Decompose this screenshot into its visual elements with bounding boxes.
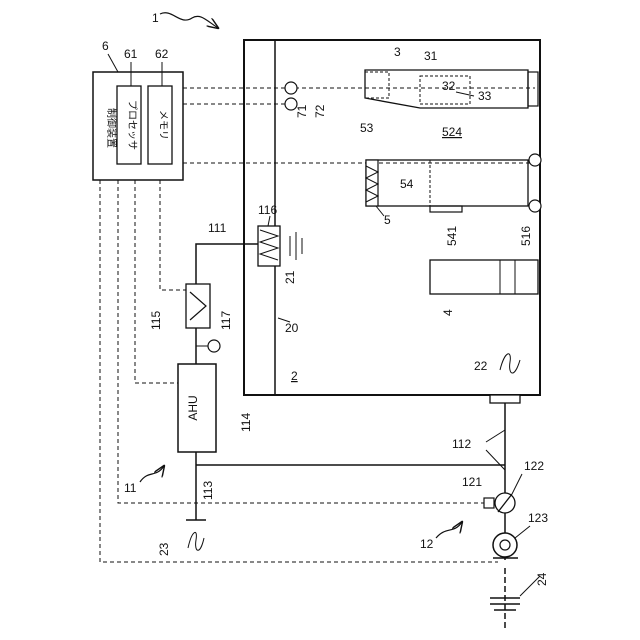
label-115: 115 (149, 311, 163, 330)
fan-123 (493, 533, 517, 557)
label-71: 71 (295, 104, 309, 118)
leader-5 (376, 206, 384, 216)
label-22: 22 (474, 359, 488, 373)
label-11: 11 (124, 481, 137, 495)
leader-6 (108, 54, 118, 72)
leader-12 (436, 522, 462, 538)
label-12: 12 (420, 537, 434, 551)
signal-lines (100, 88, 535, 562)
label-112: 112 (452, 437, 471, 451)
label-111: 111 (208, 221, 227, 235)
processor-label: プロセッサ (126, 100, 138, 150)
part-541 (430, 206, 462, 212)
label-21: 21 (283, 270, 297, 284)
airflow-23 (188, 532, 204, 550)
actuator-121 (484, 498, 494, 508)
leader-112a (486, 430, 505, 442)
airflow-22 (500, 354, 520, 373)
label-4: 4 (441, 309, 455, 316)
label-541: 541 (445, 226, 459, 246)
leader-122 (512, 474, 522, 494)
sensor-upper (529, 154, 541, 166)
leader-20 (278, 318, 290, 322)
label-116: 116 (258, 203, 277, 217)
label-31: 31 (424, 49, 438, 63)
label-114: 114 (239, 413, 253, 432)
label-2: 2 (291, 369, 298, 383)
sensor-516 (529, 200, 541, 212)
control-device-title: 制御装置 (105, 108, 118, 148)
label-3: 3 (394, 45, 401, 59)
device-3-end (528, 72, 538, 106)
label-61: 61 (124, 47, 138, 61)
label-54: 54 (400, 177, 414, 191)
label-122: 122 (524, 459, 544, 473)
leader-11 (140, 466, 164, 482)
sensor-21 (290, 232, 302, 260)
label-5: 5 (384, 213, 391, 227)
label-32: 32 (442, 79, 456, 93)
device-4 (430, 260, 538, 294)
memory-label: メモリ (157, 110, 168, 140)
device-5 (366, 160, 528, 206)
label-72: 72 (313, 104, 327, 118)
label-524: 524 (442, 125, 462, 139)
device-3-inner-left (365, 72, 389, 98)
label-516: 516 (519, 226, 533, 246)
label-33: 33 (478, 89, 492, 103)
label-117: 117 (219, 311, 233, 330)
sensor-71 (285, 82, 297, 94)
label-20: 20 (285, 321, 299, 335)
leader-33 (456, 92, 474, 96)
leader-123 (515, 526, 530, 538)
sensor-117 (208, 340, 220, 352)
figure-ref-leader (160, 13, 218, 28)
leader-116 (268, 216, 270, 226)
leader-112b (486, 450, 505, 470)
ahu-label: AHU (186, 395, 200, 420)
label-23: 23 (157, 542, 171, 556)
figure-ref: 1 (152, 11, 159, 25)
label-113: 113 (201, 481, 215, 500)
label-121: 121 (462, 475, 482, 489)
label-6: 6 (102, 39, 109, 53)
outlet-22 (490, 395, 520, 403)
label-62: 62 (155, 47, 169, 61)
label-53: 53 (360, 121, 374, 135)
label-123: 123 (528, 511, 548, 525)
